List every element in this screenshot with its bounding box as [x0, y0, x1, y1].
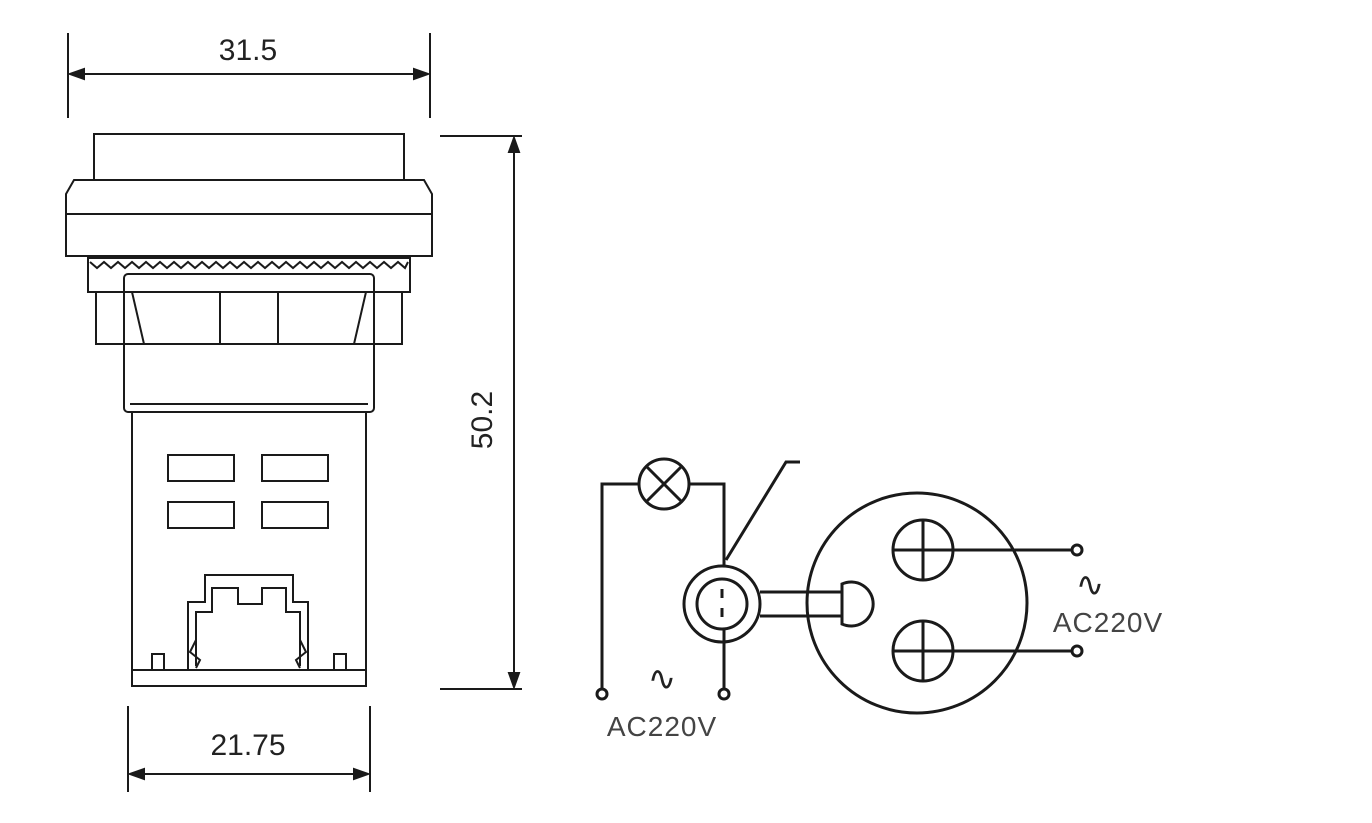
terminal-clip	[187, 574, 309, 670]
vent-slot	[261, 501, 329, 529]
taper-line-right	[353, 291, 367, 345]
screw-terminal-upper	[891, 518, 955, 582]
wire-left	[600, 482, 638, 690]
arrow-right-icon	[413, 67, 431, 81]
wire-lamp-to-switch	[690, 482, 726, 566]
dimension-top-width-label: 31.5	[219, 34, 277, 67]
terminal-clip-foot-left	[188, 639, 202, 669]
locating-peg	[333, 653, 347, 671]
ac-symbol-right: ∿	[1076, 566, 1105, 604]
terminal-clip-foot-right	[294, 639, 308, 669]
arrow-left-icon	[67, 67, 85, 81]
plunger-circle	[840, 580, 875, 628]
taper-line-left	[131, 291, 145, 345]
knurl-teeth	[89, 260, 409, 270]
switch-actuator-lever	[724, 460, 800, 561]
arrow-down-icon	[507, 672, 521, 690]
vent-slot	[167, 501, 235, 529]
dimension-bottom-width-label: 21.75	[210, 729, 285, 762]
terminal-clip-inner	[195, 587, 301, 666]
lower-housing	[131, 411, 367, 687]
terminal-screw-icon	[1070, 644, 1084, 658]
dimension-top-width	[67, 33, 431, 118]
dimension-height	[440, 135, 522, 690]
arrow-left-icon	[127, 767, 145, 781]
button-cap	[93, 133, 405, 181]
ac-voltage-label-right: AC220V	[1053, 607, 1163, 638]
switch-contact-icon	[682, 564, 762, 644]
terminal-screw-icon	[595, 687, 609, 701]
bezel-flange	[65, 179, 433, 257]
terminal-housing-rear	[805, 491, 1029, 715]
arrow-right-icon	[353, 767, 371, 781]
lamp-cross-circle-icon	[637, 457, 691, 511]
screw-terminal-lower	[891, 619, 955, 683]
dimension-height-label: 50.2	[466, 391, 499, 449]
locating-peg	[151, 653, 165, 671]
dimension-bottom-width	[127, 706, 371, 792]
wiring-diagram	[595, 457, 1084, 715]
device-side-view	[65, 133, 433, 687]
vent-slot	[167, 454, 235, 482]
arrow-up-icon	[507, 135, 521, 153]
vent-slot	[261, 454, 329, 482]
ac-voltage-label-left: AC220V	[607, 711, 717, 742]
terminal-screw-icon	[717, 687, 731, 701]
terminal-screw-icon	[1070, 543, 1084, 557]
ac-symbol-left: ∿	[648, 660, 677, 698]
